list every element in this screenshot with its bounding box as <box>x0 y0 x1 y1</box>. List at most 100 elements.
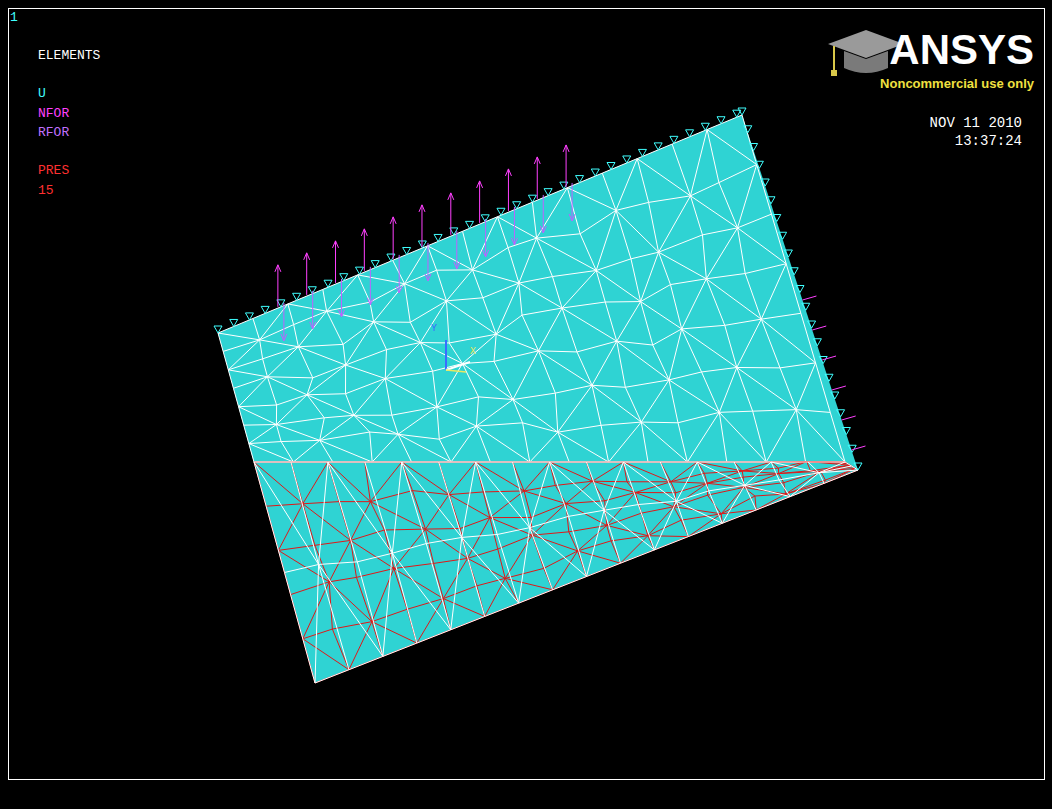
mesh-line <box>239 405 277 407</box>
mesh-line <box>519 283 522 315</box>
mesh-line <box>446 298 482 301</box>
mesh-line <box>790 483 824 496</box>
mesh-line <box>260 325 294 340</box>
mesh-line <box>303 502 339 504</box>
mesh-line <box>660 462 697 463</box>
mesh-line <box>303 504 315 546</box>
force-arrow <box>283 303 284 341</box>
mesh-line <box>725 325 737 367</box>
arrow-head <box>333 241 339 248</box>
mesh-line <box>553 577 587 590</box>
mesh-line <box>596 259 631 271</box>
mesh-line <box>398 434 411 462</box>
force-arrow <box>335 241 336 283</box>
mesh-line <box>616 159 637 211</box>
force-arrow <box>306 253 307 295</box>
mesh-line <box>617 341 626 387</box>
mesh-line <box>604 462 623 510</box>
mesh-line <box>276 425 281 442</box>
mesh-line <box>702 235 706 279</box>
mesh-line <box>392 544 426 554</box>
mesh-line <box>463 231 473 270</box>
logo-text: ANSYS <box>889 26 1034 74</box>
mesh-line <box>604 510 620 563</box>
mesh-line <box>697 462 742 471</box>
mesh-line <box>392 462 401 553</box>
mesh-line <box>298 344 343 346</box>
mesh-line <box>398 407 437 434</box>
mesh-line <box>351 540 394 568</box>
force-arrow <box>514 207 515 245</box>
mesh-line <box>254 462 285 573</box>
mesh-line <box>434 558 468 563</box>
mesh-line <box>370 432 398 434</box>
mesh-line <box>519 277 553 284</box>
mesh-line <box>254 462 303 504</box>
arrow-head <box>448 193 454 200</box>
mesh-line <box>669 372 702 380</box>
window-number: 1 <box>10 10 18 26</box>
mesh-line <box>719 183 738 228</box>
mesh-line <box>676 483 707 492</box>
mesh-line <box>358 275 405 284</box>
mesh-line <box>670 285 681 329</box>
mesh-line <box>638 505 654 550</box>
mesh-line <box>218 318 253 333</box>
mesh-line <box>354 415 398 434</box>
mesh-line <box>745 480 779 485</box>
mesh-line <box>439 462 462 537</box>
mesh-line <box>609 422 642 462</box>
mesh-line <box>555 385 592 393</box>
arrow-head <box>477 181 483 188</box>
mesh-line <box>228 370 233 388</box>
arrow-head <box>454 262 460 269</box>
constraint-symbol <box>497 208 505 215</box>
mesh-line <box>641 380 669 422</box>
mesh-line <box>253 318 260 339</box>
mesh-line <box>577 352 592 385</box>
mesh-line <box>508 238 537 247</box>
mesh-line <box>228 370 267 377</box>
mesh-line <box>756 494 785 510</box>
mesh-line <box>356 577 371 621</box>
mesh-line <box>323 289 327 311</box>
mesh-line <box>796 410 830 413</box>
mesh-line <box>596 210 616 270</box>
mesh-line <box>383 553 392 656</box>
mesh-line <box>780 363 816 368</box>
mesh-line <box>671 482 676 493</box>
mesh-line <box>437 407 439 439</box>
constraint-symbol <box>528 195 536 202</box>
mesh-line <box>649 196 691 203</box>
mesh-line <box>678 423 687 462</box>
mesh-line <box>737 367 780 368</box>
mesh-line <box>291 582 330 595</box>
mesh-line <box>244 424 277 426</box>
mesh-line <box>669 329 682 380</box>
mesh-line <box>324 415 354 417</box>
mesh-line <box>707 130 757 165</box>
mesh-line <box>303 629 333 639</box>
mesh-line <box>722 510 756 523</box>
mesh-line <box>558 432 609 462</box>
mesh-line <box>476 400 513 427</box>
mesh-line <box>807 461 845 462</box>
mesh-line <box>485 603 519 616</box>
arrow-head <box>540 226 546 233</box>
mesh-line <box>519 590 553 603</box>
mesh-line <box>233 388 238 406</box>
mesh-line <box>725 319 762 325</box>
mesh-line <box>771 462 819 473</box>
mesh-line <box>490 491 524 518</box>
mesh-line <box>329 540 350 581</box>
mesh-line <box>641 252 659 301</box>
mesh-line <box>786 471 821 494</box>
mesh-line <box>228 340 259 370</box>
mesh-line <box>328 462 365 463</box>
mesh-line <box>320 440 333 462</box>
mesh-line <box>239 407 244 425</box>
mesh-line <box>385 379 437 407</box>
mesh-line <box>254 462 319 564</box>
mesh-line <box>592 481 626 483</box>
